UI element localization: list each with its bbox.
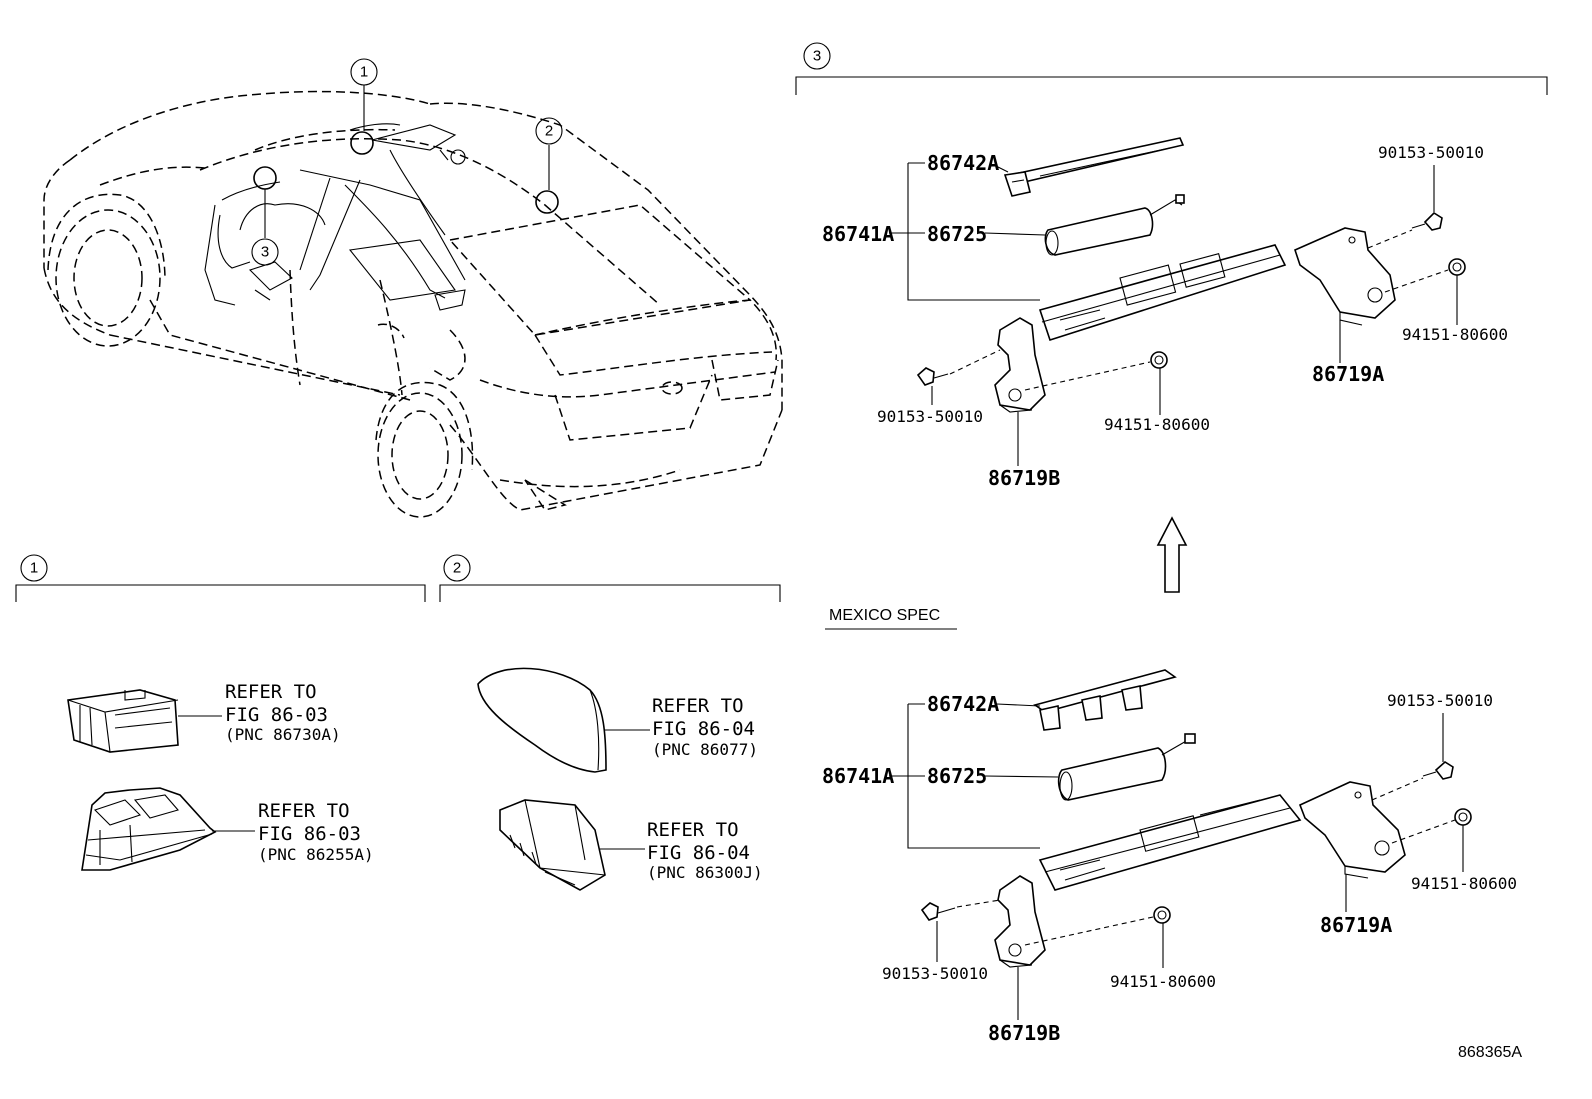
bottom-bolt-left (920, 902, 956, 921)
section-2: 2 REFER TO FIG 86-04 (PNC 86077) REFER T… (439, 554, 781, 891)
svg-text:86741A: 86741A (822, 764, 894, 788)
bottom-bolt-right (1422, 761, 1454, 780)
svg-text:94151-80600: 94151-80600 (1402, 325, 1508, 344)
svg-text:FIG 86-03: FIG 86-03 (225, 704, 328, 726)
svg-text:86725: 86725 (927, 222, 987, 246)
svg-text:90153-50010: 90153-50010 (1378, 143, 1484, 162)
vehicle-overview: 1 2 3 (43, 58, 783, 518)
vehicle-callout-1: 1 (350, 58, 378, 86)
variant-label: MEXICO SPEC (829, 607, 940, 624)
top-nut-left (1150, 351, 1168, 369)
top-strip-86742A (1003, 137, 1185, 197)
svg-text:86742A: 86742A (927, 692, 999, 716)
section-1-callout: 1 (30, 560, 38, 577)
svg-text:REFER TO: REFER TO (647, 819, 739, 841)
location-marker-3 (253, 166, 277, 190)
svg-text:86719A: 86719A (1312, 362, 1384, 386)
svg-text:90153-50010: 90153-50010 (1387, 691, 1493, 710)
bottom-module-86741A (1038, 794, 1302, 891)
svg-text:90153-50010: 90153-50010 (877, 407, 983, 426)
roof-module-part (67, 689, 179, 753)
bottom-bracket-86719A (1298, 781, 1406, 879)
vehicle-callout-3: 3 (251, 238, 279, 266)
svg-text:2: 2 (545, 123, 553, 140)
svg-text:86725: 86725 (927, 764, 987, 788)
location-marker-2 (535, 190, 559, 214)
bottom-nut-left (1153, 906, 1171, 924)
svg-text:FIG 86-03: FIG 86-03 (258, 823, 361, 845)
top-nut-right (1448, 258, 1466, 276)
svg-text:REFER TO: REFER TO (258, 800, 350, 822)
svg-text:86719B: 86719B (988, 466, 1060, 490)
svg-text:(PNC 86077): (PNC 86077) (652, 740, 758, 759)
svg-text:FIG 86-04: FIG 86-04 (652, 718, 755, 740)
top-module-86741A (1038, 244, 1287, 342)
svg-text:1: 1 (360, 64, 368, 81)
svg-text:86719B: 86719B (988, 1021, 1060, 1045)
svg-text:86741A: 86741A (822, 222, 894, 246)
svg-text:FIG 86-04: FIG 86-04 (647, 842, 750, 864)
vehicle-interior (204, 123, 466, 311)
top-antenna-86725 (1044, 194, 1185, 256)
top-bolt-right (1411, 211, 1443, 231)
svg-text:REFER TO: REFER TO (652, 695, 744, 717)
location-marker-1 (350, 131, 374, 155)
top-assembly: 86742A 86741A 86725 90153-50010 94151-80… (822, 137, 1508, 490)
shark-fin-antenna-part (477, 667, 607, 773)
top-bracket-86719A (1294, 227, 1396, 326)
top-bracket-86719B (994, 317, 1046, 413)
svg-text:REFER TO: REFER TO (225, 681, 317, 703)
svg-text:(PNC 86300J): (PNC 86300J) (647, 863, 763, 882)
bottom-assembly: 86742A 86741A 86725 90153-50010 94151-80… (822, 669, 1517, 1045)
bottom-strip-86742A (1033, 669, 1177, 731)
overhead-console-part (81, 787, 217, 871)
section-2-callout: 2 (453, 560, 461, 577)
svg-text:86742A: 86742A (927, 151, 999, 175)
bottom-bracket-86719B (994, 875, 1046, 968)
vehicle-callout-2: 2 (535, 117, 563, 145)
section-3: 3 (795, 42, 1548, 1045)
variant-arrow (1156, 516, 1188, 593)
top-bolt-left (916, 367, 949, 386)
section-1: 1 REFER TO FIG 86-03 (PNC 86730A) REFER … (15, 554, 426, 871)
svg-text:(PNC 86255A): (PNC 86255A) (258, 845, 374, 864)
antenna-base-part (499, 799, 606, 891)
svg-text:94151-80600: 94151-80600 (1411, 874, 1517, 893)
figure-id: 868365A (1458, 1044, 1522, 1061)
svg-text:3: 3 (261, 244, 269, 261)
section-3-callout: 3 (813, 48, 821, 65)
bottom-nut-right (1454, 808, 1472, 826)
svg-text:94151-80600: 94151-80600 (1110, 972, 1216, 991)
svg-text:90153-50010: 90153-50010 (882, 964, 988, 983)
bottom-antenna-86725 (1057, 733, 1196, 801)
svg-text:86719A: 86719A (1320, 913, 1392, 937)
svg-text:94151-80600: 94151-80600 (1104, 415, 1210, 434)
svg-text:(PNC 86730A): (PNC 86730A) (225, 725, 341, 744)
